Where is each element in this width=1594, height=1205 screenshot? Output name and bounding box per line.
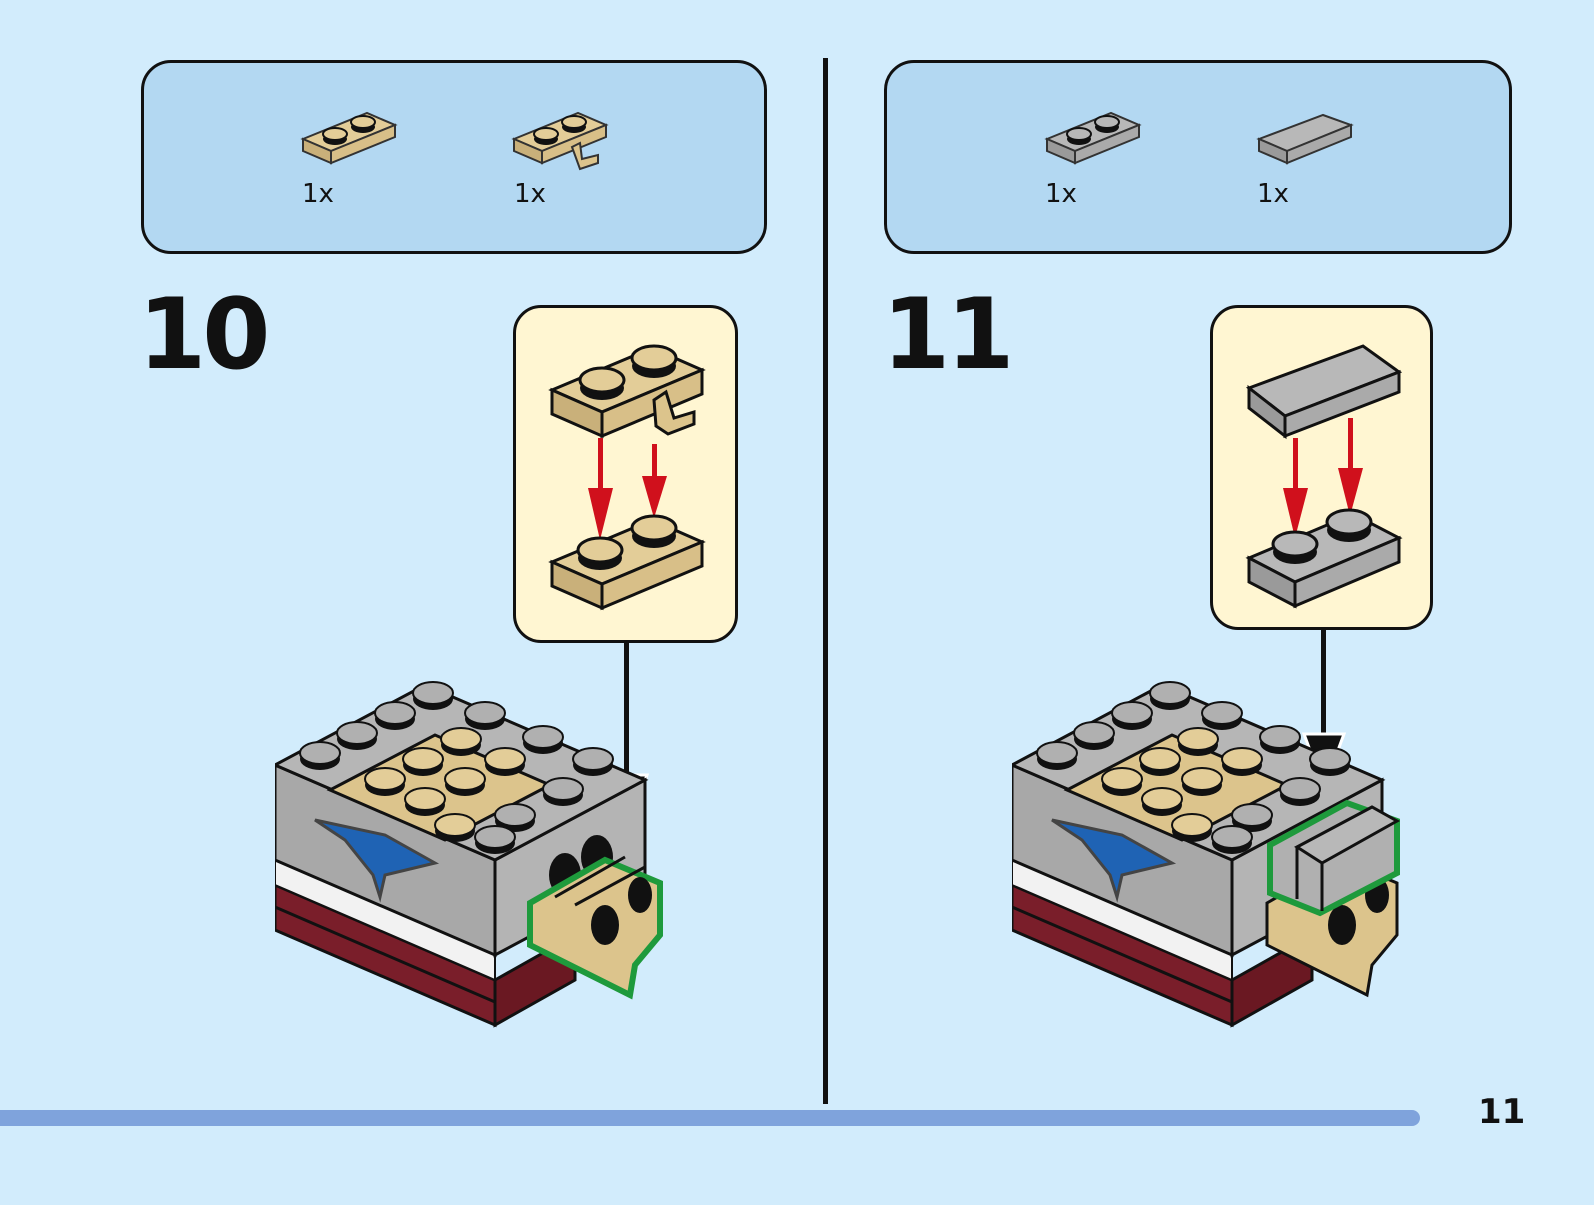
red-arrow-icon <box>1283 438 1308 538</box>
gray-tile-1x2-icon <box>1255 111 1355 171</box>
part-quantity: 1x <box>514 179 546 209</box>
part-quantity: 1x <box>1045 179 1077 209</box>
red-arrow-icon <box>588 438 613 540</box>
callout-step-10 <box>513 305 738 643</box>
subassembly-diagram <box>548 344 706 611</box>
red-arrow-icon <box>1338 418 1363 516</box>
callout-step-11 <box>1210 305 1433 630</box>
subassembly-diagram <box>1245 344 1403 609</box>
gray-plate-1x2-icon <box>1043 107 1143 167</box>
red-arrow-icon <box>642 444 667 518</box>
new-part-highlight <box>527 855 663 1000</box>
page-number: 11 <box>1478 1092 1526 1132</box>
model-step-11 <box>1008 635 1412 1034</box>
step-divider <box>823 58 828 1104</box>
tan-plate-with-clip-icon <box>510 107 610 179</box>
parts-list-step-10: 1x 1x <box>141 60 767 254</box>
tan-plate-1x2-icon <box>299 107 399 167</box>
step-number-11: 11 <box>882 278 1014 392</box>
parts-list-step-11: 1x 1x <box>884 60 1512 254</box>
new-part-highlight <box>1267 799 1401 917</box>
page-footer-bar <box>0 1110 1420 1126</box>
step-number-10: 10 <box>138 278 270 392</box>
model-step-10 <box>271 635 675 1034</box>
part-quantity: 1x <box>302 179 334 209</box>
part-quantity: 1x <box>1257 179 1289 209</box>
